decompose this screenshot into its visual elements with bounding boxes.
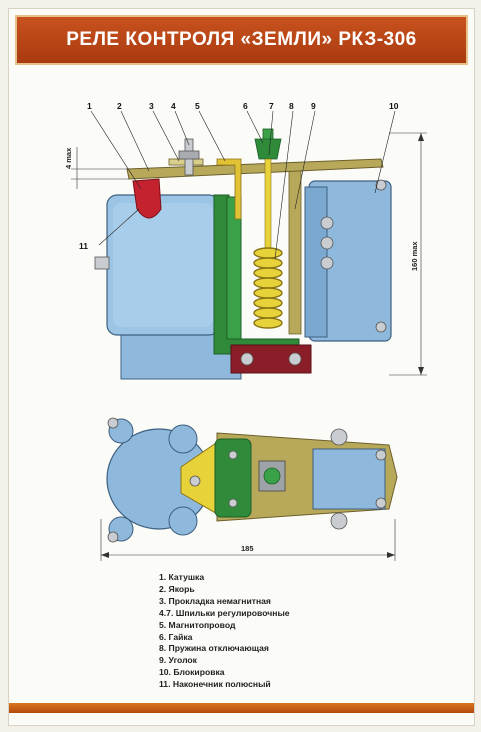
legend-item: 10. Блокировка	[159, 667, 225, 678]
top-blocking-screw-2	[330, 512, 348, 530]
top-bracket-screw-2	[228, 498, 238, 508]
legend-item: 1. Катушка	[159, 572, 205, 582]
bottom-bar	[9, 703, 474, 713]
nut-6-base	[254, 138, 282, 160]
legend-item: 3. Прокладка немагнитная	[159, 595, 271, 606]
callout-6: 6	[243, 101, 248, 111]
top-blocking-screw-3	[375, 449, 387, 461]
callout-leaders	[90, 110, 396, 260]
callout-1: 1	[87, 101, 92, 111]
top-coil-screw-bl	[107, 531, 119, 543]
legend-item: 5. Магнитопровод	[159, 619, 236, 630]
top-coil-screw-tl	[107, 417, 119, 429]
poster-title: РЕЛЕ КОНТРОЛЯ «ЗЕМЛИ» РКЗ-306	[66, 29, 417, 50]
dim-width-arrowhead-left	[101, 552, 109, 558]
top-coil-lug-tr	[168, 424, 198, 454]
callout-2: 2	[117, 101, 122, 111]
block-screw-bottom	[375, 321, 387, 333]
dim-height-label: 160 max	[410, 241, 419, 271]
top-center-nut	[263, 467, 281, 485]
angle-bracket	[288, 168, 302, 335]
callout-8: 8	[289, 101, 294, 111]
core-tube	[216, 158, 242, 220]
top-plate-screw	[189, 475, 201, 487]
legend-item: 8. Пружина отключающая	[159, 643, 269, 654]
top-blocking	[312, 448, 386, 510]
coil-highlight	[113, 203, 213, 327]
callout-9: 9	[311, 101, 316, 111]
legend-item: 9. Уголок	[159, 655, 197, 666]
poster: РЕЛЕ КОНТРОЛЯ «ЗЕМЛИ» РКЗ-306	[8, 8, 475, 726]
top-blocking-screw-4	[375, 497, 387, 509]
top-bracket	[214, 438, 252, 518]
pole-tip	[132, 178, 162, 219]
coil-terminal	[94, 256, 110, 270]
block-screw-1	[320, 216, 334, 230]
top-bracket-screw-1	[228, 450, 238, 460]
base-screw-left	[240, 352, 254, 366]
legend-item: 11. Наконечник полюсный	[159, 679, 271, 690]
block-screw-3	[320, 256, 334, 270]
legend: 1. Катушка 2. Якорь 3. Прокладка немагни…	[159, 572, 290, 691]
legend-item: 6. Гайка	[159, 631, 193, 642]
core-pillar	[226, 196, 242, 340]
dim-height-arrowhead-top	[418, 133, 424, 141]
dim-height-arrowhead-bottom	[418, 367, 424, 375]
adjusting-stud-7	[264, 158, 272, 250]
top-view: 185	[100, 417, 398, 561]
legend-item: 2. Якорь	[159, 583, 195, 594]
base-screw-right	[288, 352, 302, 366]
top-blocking-screw-1	[330, 428, 348, 446]
armature	[126, 158, 384, 180]
callout-10: 10	[389, 101, 399, 111]
callout-5: 5	[195, 101, 200, 111]
dim-gap-label: 4 max	[64, 147, 73, 169]
top-center-stud	[258, 460, 286, 492]
title-bar: РЕЛЕ КОНТРОЛЯ «ЗЕМЛИ» РКЗ-306	[15, 15, 468, 65]
magnetic-core	[213, 194, 300, 355]
block-screw-top	[375, 179, 387, 191]
legend-item: 4.7. Шпильки регулировочные	[159, 607, 290, 618]
callout-3: 3	[149, 101, 154, 111]
release-spring	[253, 247, 283, 329]
callout-11: 11	[79, 241, 88, 251]
top-coil-lug-br	[168, 506, 198, 536]
dim-width-label: 185	[241, 544, 254, 553]
stud-nut-4	[178, 150, 200, 160]
relay-diagram: 4 max 160 max 1	[64, 101, 427, 561]
callout-7: 7	[269, 101, 274, 111]
block-screw-2	[320, 236, 334, 250]
callout-4: 4	[171, 101, 176, 111]
dim-width-arrowhead-right	[387, 552, 395, 558]
side-view: 4 max 160 max 1	[64, 101, 427, 380]
